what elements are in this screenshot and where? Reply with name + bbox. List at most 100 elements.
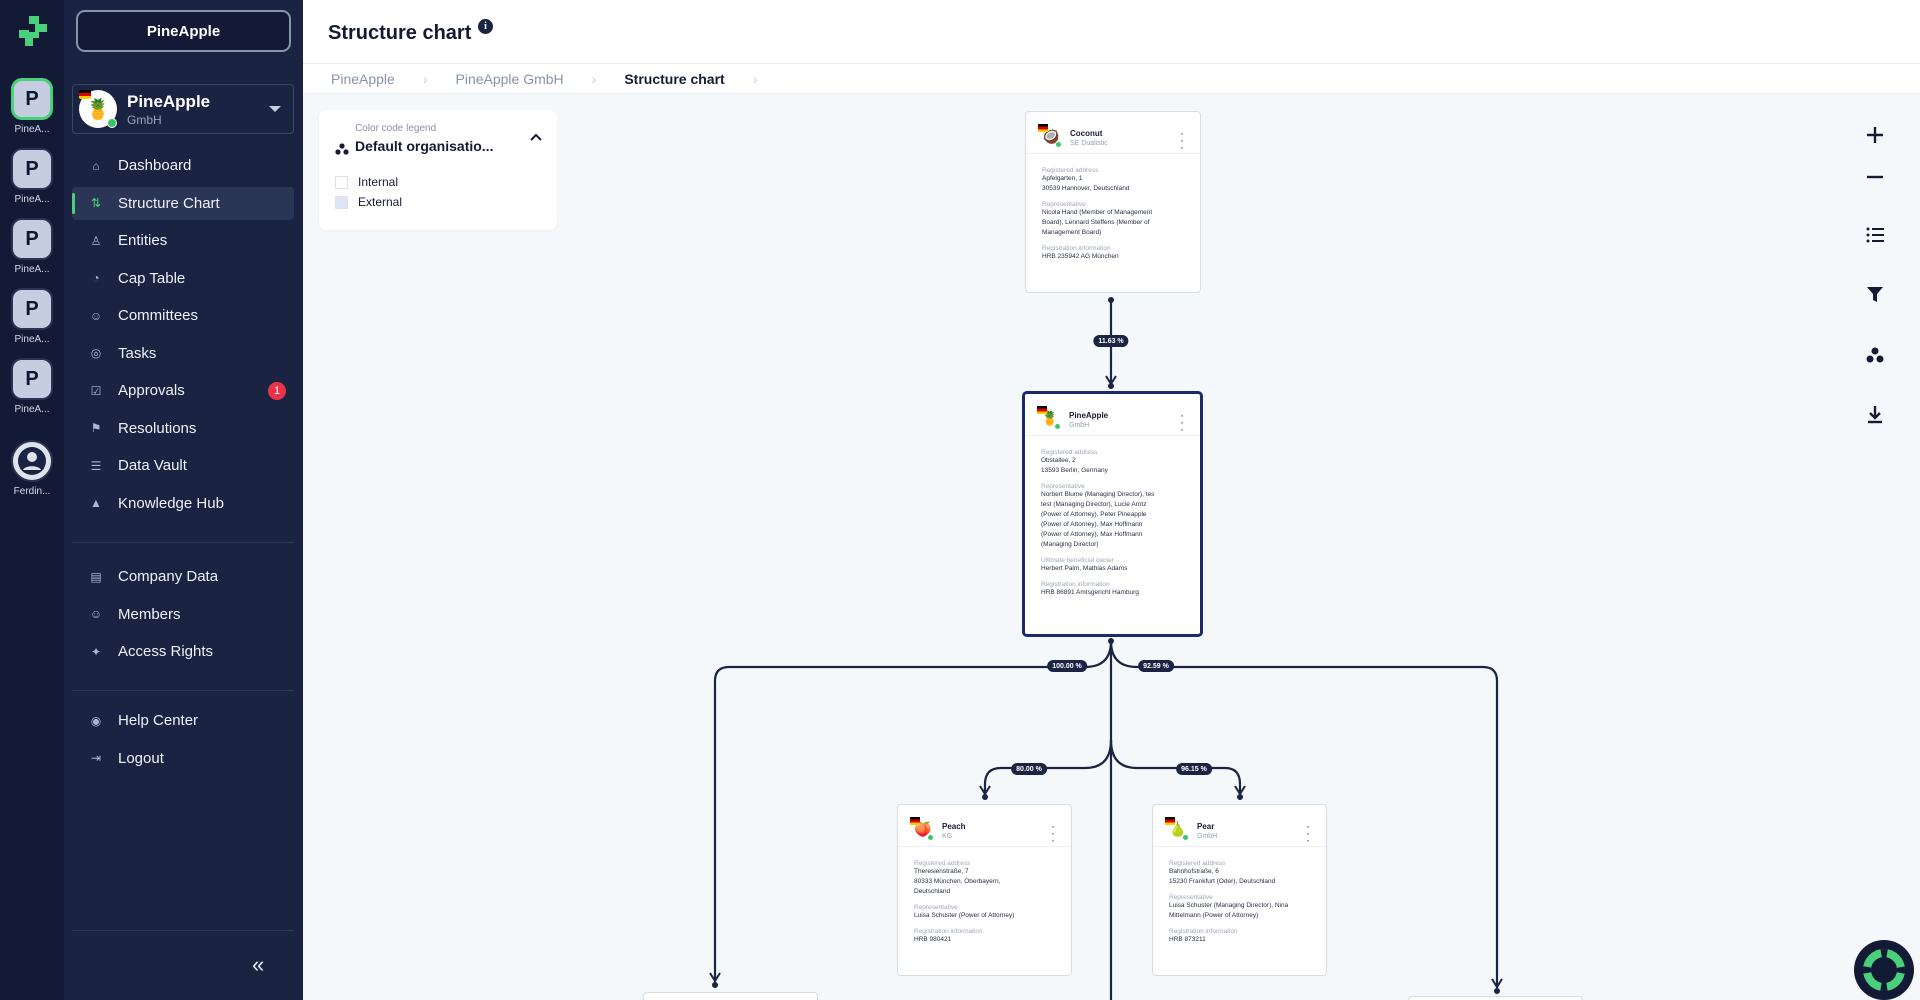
sidebar-item-label: Data Vault xyxy=(118,457,187,474)
field-value: Obstallee, 2 xyxy=(1041,457,1076,464)
people-icon: ☺ xyxy=(89,607,103,621)
field-value: 30539 Hannover, Deutschland xyxy=(1042,185,1130,192)
graduation-cap-icon: ▲ xyxy=(90,496,102,510)
sidebar-item-company-data[interactable]: ▤Company Data xyxy=(72,560,294,593)
sidebar-item-dashboard[interactable]: ⌂Dashboard xyxy=(72,149,294,182)
sidebar-item-resolutions[interactable]: ⚑Resolutions xyxy=(72,412,294,445)
sidebar-item-entities[interactable]: ♙Entities xyxy=(72,224,294,257)
workspace-label: PineA... xyxy=(14,124,50,135)
user-profile[interactable]: Ferdin... xyxy=(10,440,54,497)
field-value: Nicola Hand (Member of Management xyxy=(1042,209,1153,216)
entity-card-partial[interactable] xyxy=(1408,996,1583,1000)
sidebar: PineApple 🍍 PineApple GmbH ⌂Dashboard ⇅St… xyxy=(64,0,303,1000)
sidebar-item-help-center[interactable]: ◉Help Center xyxy=(72,704,294,737)
connector-dot xyxy=(1237,794,1243,800)
entity-type: GmbH xyxy=(1069,422,1090,429)
chevron-right-icon: › xyxy=(422,70,428,87)
sidebar-item-data-vault[interactable]: ☰Data Vault xyxy=(72,449,294,482)
field-value: test (Managing Director), Lucie Arntz xyxy=(1041,501,1147,508)
field-value: Management Board) xyxy=(1042,229,1102,236)
ownership-percentage-label: 96.15 % xyxy=(1176,763,1212,775)
german-flag-icon xyxy=(1038,124,1048,132)
breadcrumb-item[interactable]: PineApple xyxy=(331,70,395,87)
sidebar-divider xyxy=(72,542,294,543)
field-value: Mittelmann (Power of Attorney) xyxy=(1169,912,1259,919)
breadcrumb-item[interactable]: PineApple GmbH xyxy=(455,70,564,87)
legend-item-external: External xyxy=(335,195,402,209)
chevron-up-icon[interactable] xyxy=(529,132,543,142)
cluster-icon[interactable] xyxy=(1845,335,1905,375)
sidebar-item-access-rights[interactable]: ✦Access Rights xyxy=(72,635,294,668)
more-vertical-icon[interactable]: ··· xyxy=(1051,819,1055,847)
check-square-icon: ☑ xyxy=(90,383,102,398)
collapse-sidebar-icon[interactable]: « xyxy=(252,952,264,977)
field-label: Representative xyxy=(914,904,958,911)
field-label: Registered address xyxy=(1041,449,1098,456)
structure-chart-canvas[interactable] xyxy=(303,0,1920,1000)
download-icon[interactable] xyxy=(1845,395,1905,435)
connector-dot xyxy=(982,794,988,800)
legend-select[interactable]: Default organisatio... xyxy=(355,138,494,154)
workspace-button[interactable]: PineApple xyxy=(76,10,291,52)
key-icon: ✦ xyxy=(90,644,102,659)
entity-selector[interactable]: 🍍 PineApple GmbH xyxy=(72,84,294,134)
breadcrumb-current: Structure chart xyxy=(624,70,725,87)
entity-type: GmbH xyxy=(127,112,162,127)
entity-card-partial[interactable] xyxy=(643,992,818,1000)
legend-swatch xyxy=(335,175,348,189)
sidebar-divider xyxy=(72,930,294,931)
field-value: Theresienstraße, 7 xyxy=(914,868,969,875)
sidebar-item-committees[interactable]: ☺Committees xyxy=(72,299,294,332)
home-icon: ⌂ xyxy=(92,158,100,173)
entity-name: PineApple xyxy=(127,91,211,111)
field-value: (Managing Director) xyxy=(1041,541,1099,548)
entity-emoji: 🍑 xyxy=(914,821,932,837)
sidebar-item-tasks[interactable]: ◎Tasks xyxy=(72,337,294,370)
more-vertical-icon[interactable]: ··· xyxy=(1180,408,1184,436)
workspace-avatar: P xyxy=(11,218,53,260)
workspace-label: PineA... xyxy=(14,334,50,345)
field-value: HRB 86891 Amtsgericht Hamburg xyxy=(1041,589,1139,596)
sidebar-item-knowledge-hub[interactable]: ▲ Knowledge Hub xyxy=(72,487,294,520)
legend-item-internal: Internal xyxy=(335,175,398,189)
status-dot xyxy=(107,118,117,128)
legend-caption: Color code legend xyxy=(355,123,437,134)
logout-icon: ⇥ xyxy=(90,751,102,765)
zoom-out-icon[interactable] xyxy=(1845,157,1905,197)
sidebar-item-logout[interactable]: ⇥Logout xyxy=(72,742,294,775)
sidebar-item-cap-table[interactable]: ◔Cap Table xyxy=(72,262,294,295)
field-value: Board), Lennard Steffens (Member of xyxy=(1042,219,1150,226)
color-legend-panel: Color code legend Default organisatio...… xyxy=(319,110,557,230)
field-value: Deutschland xyxy=(914,888,951,895)
sidebar-item-members[interactable]: ☺Members xyxy=(72,598,294,631)
avatar-icon xyxy=(11,440,53,482)
sidebar-item-label: Entities xyxy=(118,232,168,249)
zoom-in-icon[interactable] xyxy=(1845,115,1905,155)
sidebar-item-structure-chart[interactable]: ⇅Structure Chart xyxy=(72,186,294,220)
field-value: HRB 980421 xyxy=(914,936,952,943)
sidebar-item-label: Knowledge Hub xyxy=(118,494,224,512)
info-icon[interactable]: i xyxy=(478,19,493,34)
workspace-item[interactable]: P PineA... xyxy=(10,218,54,275)
entity-emoji: 🍐 xyxy=(1169,821,1187,837)
help-chat-button[interactable] xyxy=(1854,940,1914,1000)
filter-icon[interactable] xyxy=(1845,275,1905,315)
more-vertical-icon[interactable]: ··· xyxy=(1180,126,1184,154)
entity-logo: 🥥 xyxy=(1038,124,1062,148)
workspace-label: PineA... xyxy=(14,264,50,275)
list-icon[interactable] xyxy=(1845,215,1905,255)
more-vertical-icon[interactable]: ··· xyxy=(1306,819,1310,847)
app-logo-icon[interactable] xyxy=(19,16,47,46)
breadcrumb: PineApple › PineApple GmbH › Structure c… xyxy=(303,64,1920,94)
approvals-badge: 1 xyxy=(268,381,286,400)
